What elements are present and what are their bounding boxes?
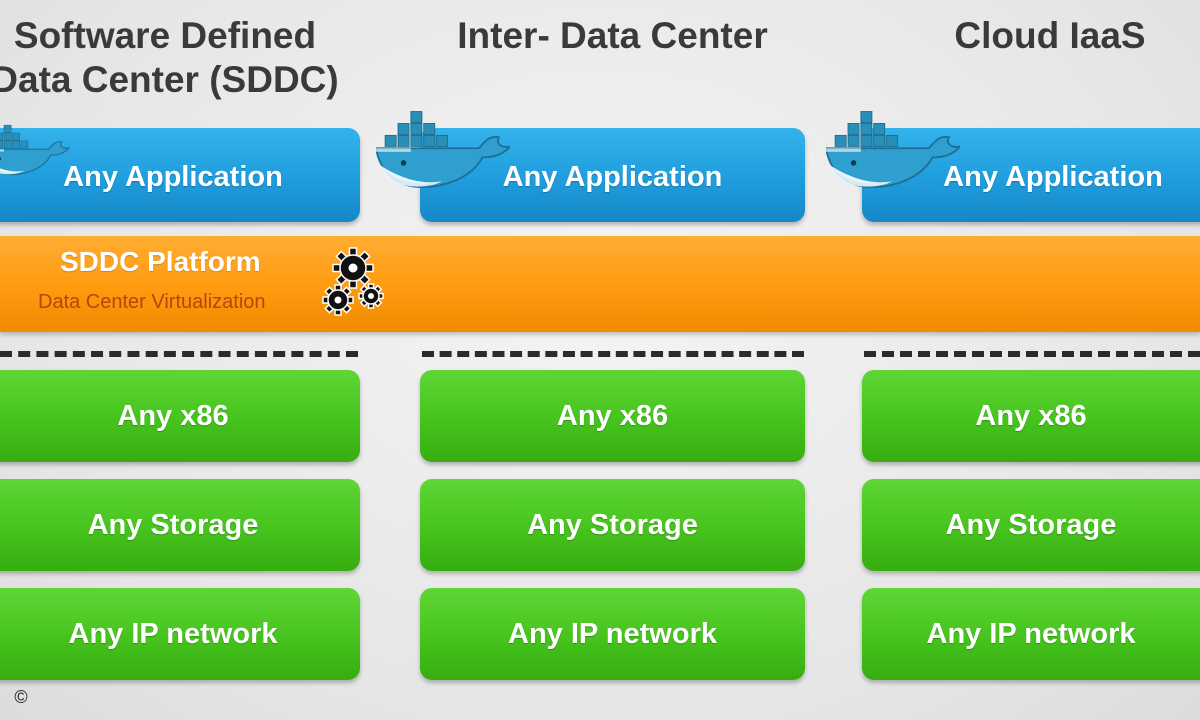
- network-box-sddc: Any IP network: [0, 588, 360, 680]
- application-label: Any Application: [943, 160, 1163, 193]
- application-label: Any Application: [63, 160, 283, 193]
- application-label: Any Application: [502, 160, 723, 193]
- gears-icon: [322, 247, 384, 316]
- platform-title: SDDC Platform: [60, 246, 261, 277]
- platform-subtitle: Data Center Virtualization: [38, 291, 266, 313]
- network-label: Any IP network: [68, 617, 278, 650]
- storage-label: Any Storage: [87, 508, 259, 541]
- separator-line-inter-data-center: [422, 351, 804, 357]
- sddc-platform-bar: [0, 236, 1200, 332]
- docker-whale-icon: [826, 110, 960, 188]
- application-box-cloud-iaas: Any Application: [862, 128, 1200, 222]
- x86-label: Any x86: [975, 399, 1087, 432]
- x86-label: Any x86: [556, 399, 669, 432]
- column-title-sddc: Software Defined Data Center (SDDC): [0, 15, 339, 100]
- column-title-inter-data-center: Inter- Data Center: [457, 15, 768, 56]
- separator-line-cloud-iaas: [864, 351, 1200, 357]
- docker-whale-icon: [376, 110, 510, 188]
- network-label: Any IP network: [926, 617, 1136, 650]
- network-box-inter-data-center: Any IP network: [420, 588, 805, 680]
- storage-label: Any Storage: [945, 508, 1117, 541]
- storage-label: Any Storage: [527, 508, 698, 541]
- network-label: Any IP network: [508, 617, 717, 650]
- x86-box-cloud-iaas: Any x86: [862, 370, 1200, 462]
- column-title-cloud-iaas: Cloud IaaS: [954, 15, 1146, 56]
- x86-box-inter-data-center: Any x86: [420, 370, 805, 462]
- storage-box-inter-data-center: Any Storage: [420, 479, 805, 571]
- docker-whale-icon: [0, 124, 70, 176]
- x86-label: Any x86: [117, 399, 229, 432]
- storage-box-sddc: Any Storage: [0, 479, 360, 571]
- x86-box-sddc: Any x86: [0, 370, 360, 462]
- separator-line-sddc: [0, 351, 358, 357]
- storage-box-cloud-iaas: Any Storage: [862, 479, 1200, 571]
- network-box-cloud-iaas: Any IP network: [862, 588, 1200, 680]
- copyright-icon: ©: [14, 687, 28, 707]
- application-box-sddc: Any Application: [0, 128, 360, 222]
